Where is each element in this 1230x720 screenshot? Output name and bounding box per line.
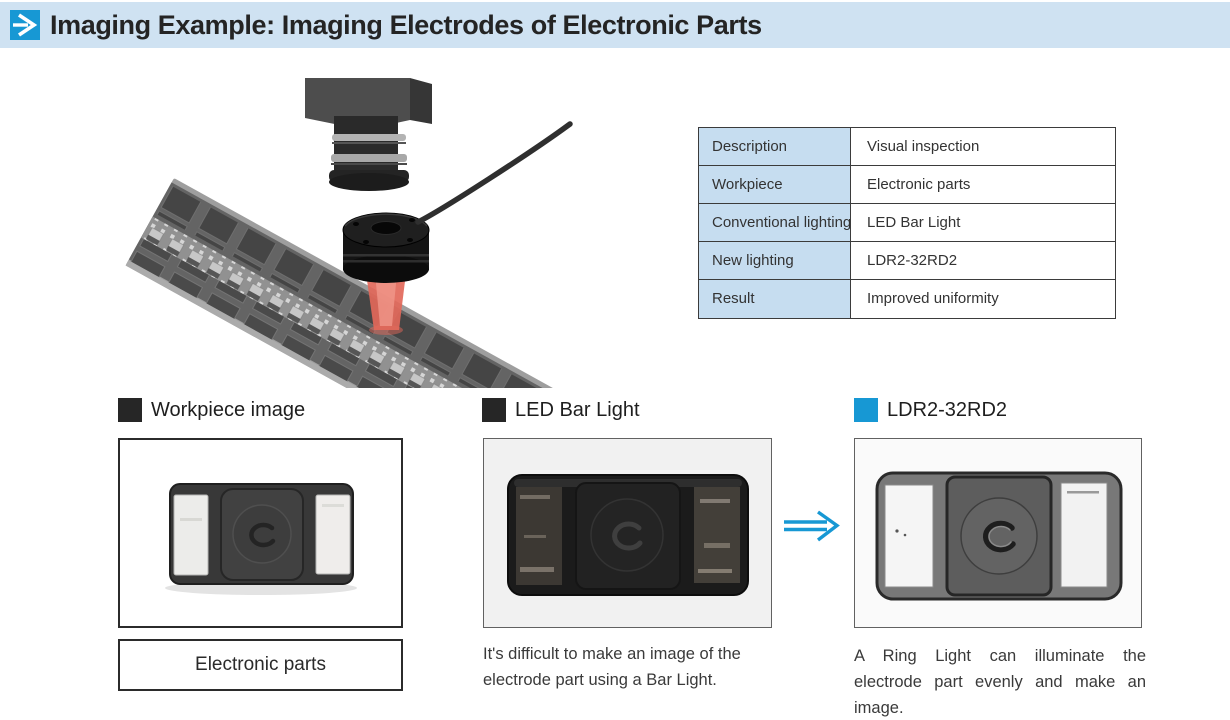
section-heading-label: LED Bar Light [515, 398, 640, 421]
ring-light-section-heading: LDR2-32RD2 [854, 397, 1007, 423]
spec-row-value: Improved uniformity [867, 290, 999, 307]
bar-light-caption: It's difficult to make an image of the e… [483, 645, 741, 689]
spec-row-value: Visual inspection [867, 138, 980, 155]
section-heading-label: LDR2-32RD2 [887, 398, 1008, 421]
double-line-right-arrow-icon [784, 510, 840, 542]
carrier-tape [125, 178, 585, 388]
electronic-part-dark-photo [507, 474, 749, 596]
camera [305, 78, 432, 191]
spec-row-label: Result [699, 280, 851, 318]
setup-illustration-drawing [125, 78, 585, 388]
workpiece-photo [118, 438, 403, 628]
blue-square-marker-icon [854, 398, 878, 422]
setup-illustration [112, 70, 687, 388]
spec-row: New lighting LDR2-32RD2 [699, 242, 1115, 280]
red-light-beam [366, 273, 406, 335]
spec-row: Workpiece Electronic parts [699, 166, 1115, 204]
spec-row: Description Visual inspection [699, 128, 1115, 166]
title-bar: Imaging Example: Imaging Electrodes of E… [0, 2, 1230, 48]
bar-light-section-heading: LED Bar Light [482, 397, 640, 423]
spec-row: Conventional lighting LED Bar Light [699, 204, 1115, 242]
black-square-marker-icon [482, 398, 506, 422]
spec-row-value: LED Bar Light [867, 214, 961, 231]
spec-row-value: Electronic parts [867, 176, 971, 193]
spec-row: Result Improved uniformity [699, 280, 1115, 318]
workpiece-section-heading: Workpiece image [118, 397, 305, 423]
spec-row-label: Description [699, 128, 851, 165]
black-square-marker-icon [118, 398, 142, 422]
spec-row-label: New lighting [699, 242, 851, 279]
spec-table: Description Visual inspection Workpiece … [698, 127, 1116, 319]
parts-label-box: Electronic parts [118, 639, 403, 691]
bar-light-photo [483, 438, 772, 628]
electronic-part-even-photo [875, 471, 1123, 601]
electronic-part-color-photo [165, 483, 357, 595]
blue-double-chevron-arrow-icon [10, 10, 40, 40]
spec-row-label: Conventional lighting [699, 204, 851, 241]
section-heading-label: Workpiece image [151, 398, 306, 421]
ring-light-photo [854, 438, 1142, 628]
spec-row-label: Workpiece [699, 166, 851, 203]
spec-row-value: LDR2-32RD2 [867, 252, 958, 269]
page-title: Imaging Example: Imaging Electrodes of E… [50, 9, 762, 40]
ring-light-caption: A Ring Light can illuminate the electrod… [854, 647, 1146, 717]
power-cable [415, 121, 573, 225]
